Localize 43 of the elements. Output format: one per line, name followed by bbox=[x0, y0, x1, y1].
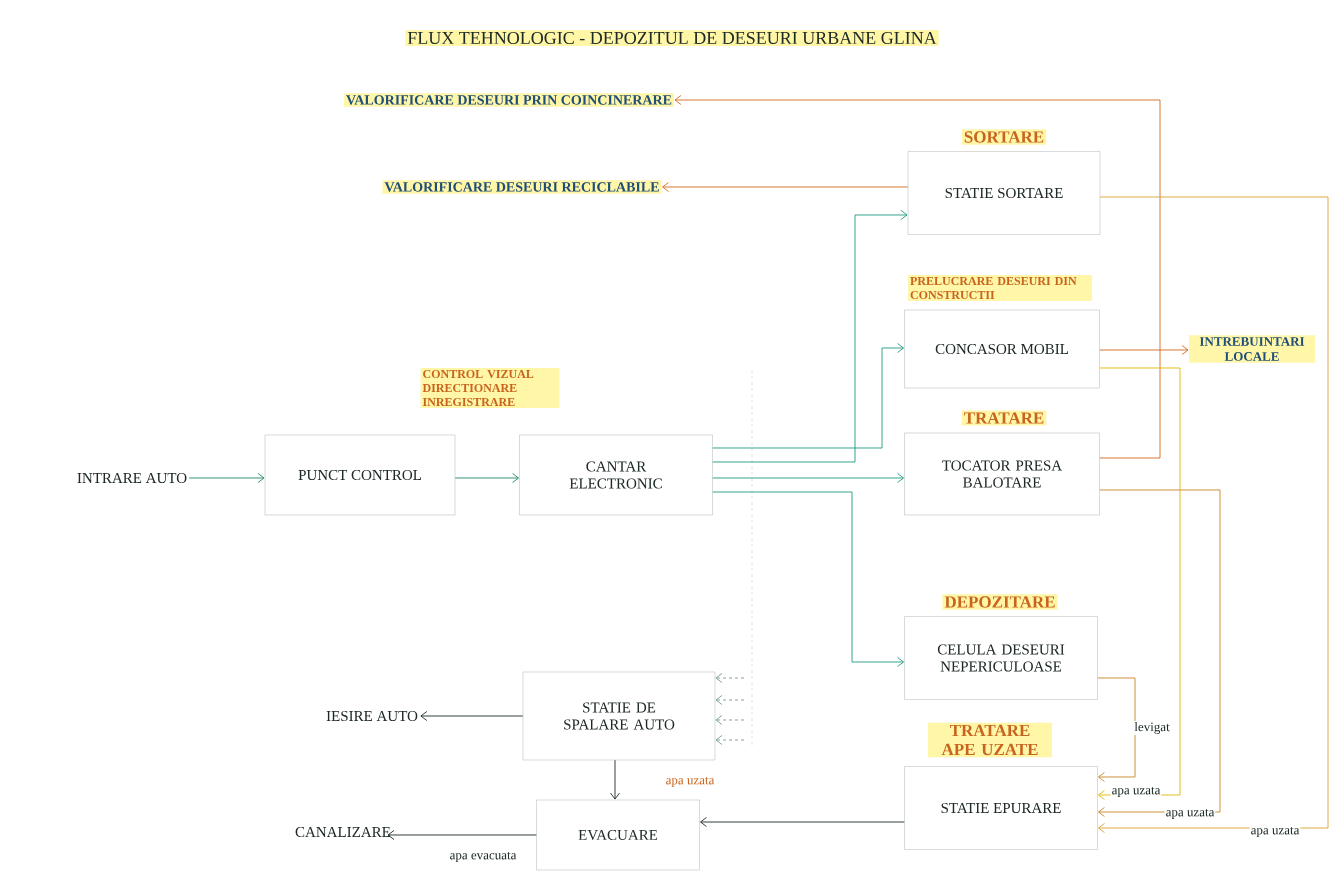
edge-label: levigat bbox=[1133, 721, 1171, 735]
process-box: PUNCT CONTROL bbox=[264, 434, 456, 516]
arrow bbox=[674, 95, 1161, 459]
process-box: CELULA DESEURI NEPERICULOASE bbox=[904, 616, 1098, 700]
process-box: CANTAR ELECTRONIC bbox=[519, 434, 713, 516]
section-heading: TRATARE bbox=[961, 410, 1047, 426]
endpoint-label: VALORIFICARE DESEURI RECICLABILE bbox=[382, 180, 662, 194]
process-box: STATIE DE SPALARE AUTO bbox=[522, 671, 716, 761]
section-heading: TRATARE APE UZATE bbox=[928, 722, 1052, 758]
section-heading: CONTROL VIZUAL DIRECTIONARE INREGISTRARE bbox=[420, 367, 560, 409]
process-box: TOCATOR PRESA BALOTARE bbox=[904, 432, 1100, 516]
process-box: EVACUARE bbox=[536, 799, 700, 871]
arrow bbox=[662, 182, 909, 192]
arrow bbox=[387, 830, 537, 840]
section-heading: DEPOZITARE bbox=[942, 594, 1058, 610]
arrow bbox=[454, 473, 519, 483]
arrow bbox=[1098, 196, 1329, 833]
arrow bbox=[700, 817, 905, 827]
section-heading: SORTARE bbox=[961, 129, 1047, 145]
arrow bbox=[712, 491, 904, 667]
arrow bbox=[1098, 367, 1181, 800]
arrow bbox=[188, 473, 265, 483]
arrow bbox=[712, 343, 904, 449]
process-box: STATIE EPURARE bbox=[904, 766, 1098, 850]
arrow bbox=[1099, 345, 1189, 355]
endpoint-label: VALORIFICARE DESEURI PRIN COINCINERARE bbox=[343, 93, 675, 107]
arrow bbox=[715, 735, 745, 745]
arrow bbox=[715, 695, 745, 705]
process-box: STATIE SORTARE bbox=[907, 151, 1101, 235]
arrow bbox=[712, 210, 908, 463]
arrow bbox=[420, 711, 524, 721]
endpoint-label: IESIRE AUTO bbox=[326, 710, 418, 722]
arrow bbox=[610, 759, 620, 800]
arrow bbox=[1098, 489, 1221, 817]
endpoint-label: CANALIZARE bbox=[295, 826, 391, 838]
arrow bbox=[715, 673, 745, 683]
process-box: CONCASOR MOBIL bbox=[904, 309, 1100, 389]
arrow bbox=[712, 473, 904, 483]
arrow bbox=[715, 715, 745, 725]
section-heading: PRELUCRARE DESEURI DIN CONSTRUCTII bbox=[908, 274, 1092, 302]
arrow bbox=[1097, 677, 1136, 782]
endpoint-label: INTREBUINTARI LOCALE bbox=[1189, 335, 1315, 363]
endpoint-label: INTRARE AUTO bbox=[77, 472, 187, 484]
